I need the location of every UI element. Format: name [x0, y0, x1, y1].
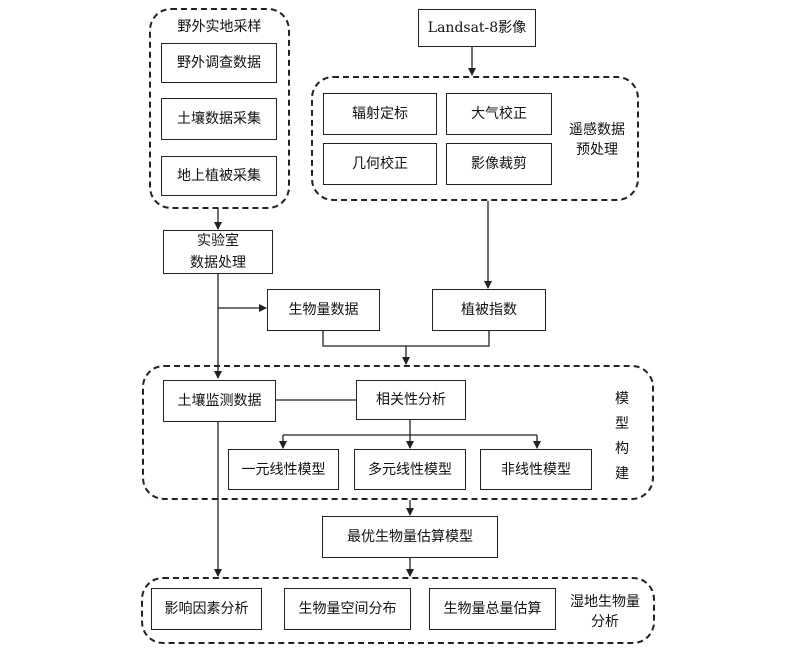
wetland-biomass-analysis-group [141, 577, 655, 644]
merge-biomass [322, 330, 490, 347]
wetland-biomass-label-line2: 分析 [591, 614, 619, 630]
influence-factor-analysis-box: 影响因素分析 [151, 588, 262, 630]
lab-processing-line1: 实验室 [197, 233, 239, 249]
biomass-spatial-distribution-box: 生物量空间分布 [284, 588, 411, 630]
rs-preprocess-label-line1: 遥感数据 [569, 122, 625, 138]
field-sampling-title: 野外实地采样 [177, 19, 262, 35]
geometric-correction-box: 几何校正 [323, 143, 437, 185]
multilinear-model-box: 多元线性模型 [354, 449, 466, 490]
rs-preprocess-label: 遥感数据 预处理 [560, 120, 634, 160]
wetland-biomass-label: 湿地生物量 分析 [561, 592, 649, 632]
lab-processing-box: 实验室 数据处理 [163, 230, 273, 274]
model-construction-label: 模 型 构 建 [613, 387, 631, 487]
nonlinear-model-box: 非线性模型 [480, 449, 592, 490]
model-label-char-2: 型 [615, 416, 629, 432]
model-construction-group [142, 365, 654, 500]
optimal-biomass-model-box: 最优生物量估算模型 [322, 516, 498, 558]
rs-preprocess-group [311, 76, 639, 201]
landsat-image-box: Landsat-8影像 [418, 9, 536, 47]
lab-processing-line2: 数据处理 [190, 255, 246, 271]
correlation-analysis-box: 相关性分析 [356, 380, 466, 420]
radiometric-calibration-box: 辐射定标 [323, 93, 437, 135]
biomass-total-estimation-box: 生物量总量估算 [429, 588, 556, 630]
linear-model-box: 一元线性模型 [228, 449, 339, 490]
model-label-char-3: 构 [615, 441, 629, 457]
arrow-lab-to-biomass [217, 274, 267, 312]
field-survey-data-box: 野外调查数据 [161, 43, 277, 83]
biomass-data-box: 生物量数据 [267, 289, 380, 331]
rs-preprocess-label-line2: 预处理 [576, 142, 618, 158]
model-label-char-4: 建 [615, 466, 629, 482]
wetland-biomass-label-line1: 湿地生物量 [570, 594, 640, 610]
soil-data-collection-box: 土壤数据采集 [161, 98, 277, 140]
model-label-char-1: 模 [615, 391, 629, 407]
vegetation-collection-box: 地上植被采集 [161, 156, 277, 196]
atmospheric-correction-box: 大气校正 [446, 93, 552, 135]
vegetation-index-box: 植被指数 [432, 289, 546, 331]
soil-monitoring-data-box: 土壤监测数据 [163, 380, 276, 422]
field-sampling-group [149, 8, 290, 209]
image-clipping-box: 影像裁剪 [446, 143, 552, 185]
